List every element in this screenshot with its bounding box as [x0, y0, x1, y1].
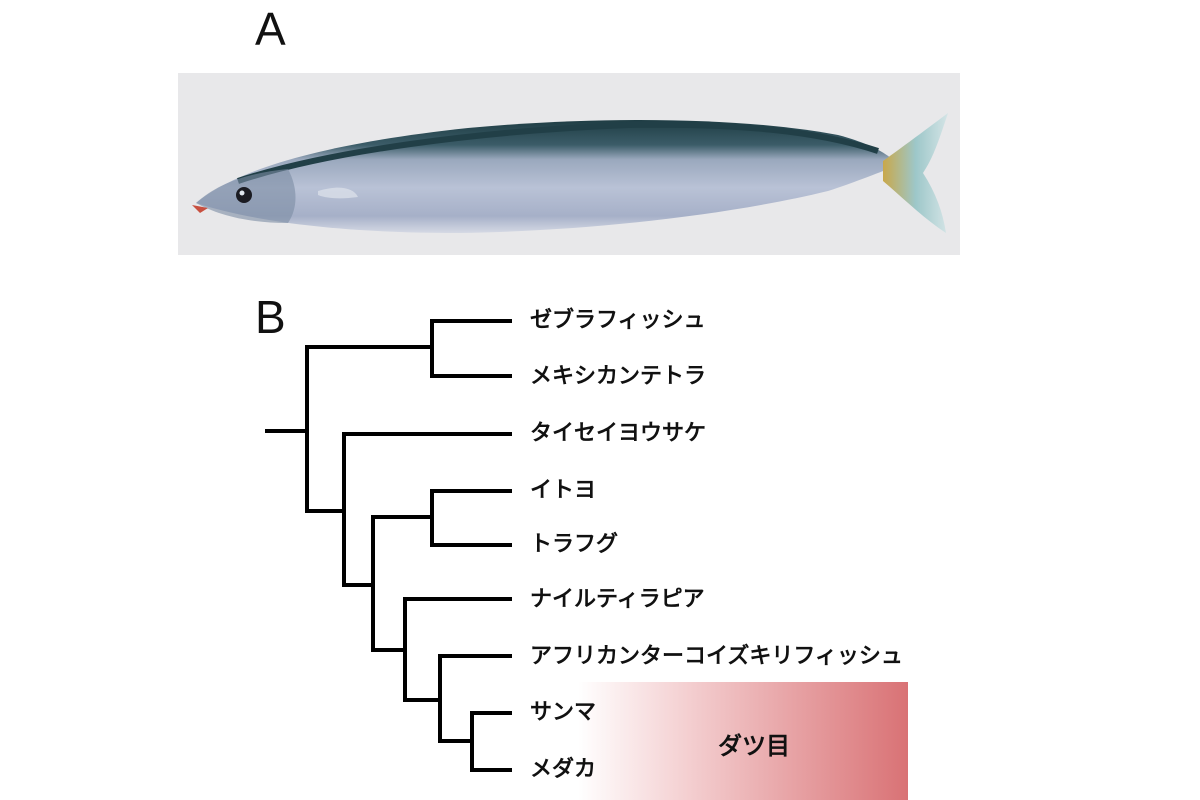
taxon-label: メダカ: [530, 757, 597, 782]
fish-tail: [883, 113, 948, 233]
panel-a-letter: A: [255, 3, 286, 55]
taxon-label: イトヨ: [530, 478, 597, 503]
fish-eye: [236, 187, 252, 203]
saury-fish-photo: [178, 73, 960, 255]
fish-jaw: [192, 205, 208, 213]
taxon-label: タイセイヨウサケ: [530, 421, 707, 446]
dorsal-stripe: [237, 121, 879, 184]
panel-b-letter: B: [255, 291, 286, 343]
order-highlight-box: [578, 682, 908, 800]
taxon-label: ゼブラフィッシュ: [530, 308, 706, 333]
pectoral-fin: [318, 187, 358, 199]
taxon-label: ナイルティラピア: [530, 587, 705, 612]
taxon-label: トラフグ: [530, 532, 619, 557]
order-label: ダツ目: [718, 732, 790, 760]
taxon-label: サンマ: [530, 700, 597, 725]
taxon-label: メキシカンテトラ: [530, 364, 707, 389]
taxon-label: アフリカンターコイズキリフィッシュ: [530, 644, 903, 669]
